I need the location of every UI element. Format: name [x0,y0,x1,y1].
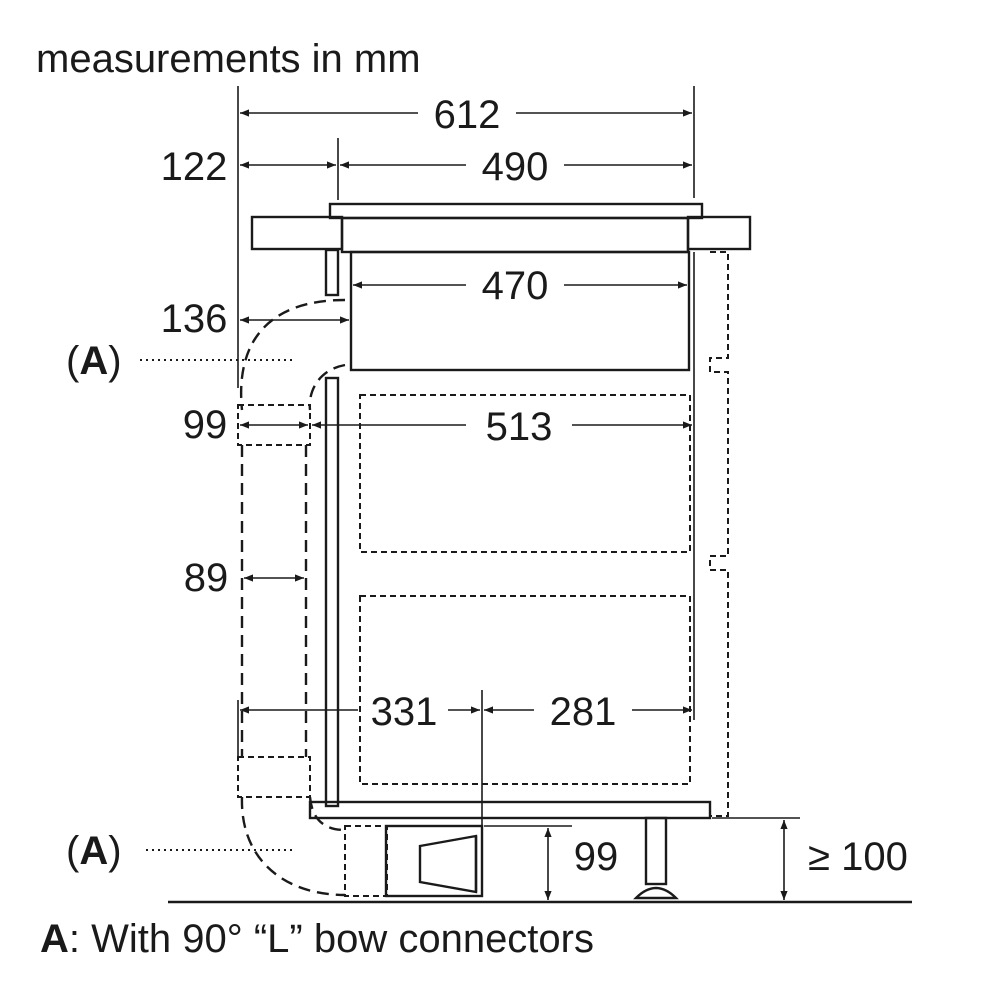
svg-text:(A): (A) [66,829,122,873]
dim-label-281: 281 [550,690,617,734]
back-wall [709,251,729,817]
drawers [359,394,691,785]
legend-key: A [40,917,69,961]
callout-lower-letter: A [79,829,108,873]
dim-label-136: 136 [161,297,228,341]
dimension-lines [237,86,800,900]
callout-lower: (A) [66,829,292,873]
dim-label-612: 612 [434,93,501,137]
svg-text:(A): (A) [66,339,122,383]
dim-label-min-100: ≥ 100 [808,835,908,879]
front-panel-upper [324,248,340,297]
diagram-title: measurements in mm [36,37,421,81]
hob-glass [328,202,704,254]
cabinet-base [308,800,712,820]
duct-system [237,298,388,897]
dim-label-122: 122 [161,145,228,189]
plinth-outlet [384,824,484,898]
cabinet-leg [633,816,679,900]
dim-label-513: 513 [486,405,553,449]
legend: A: With 90° “L” bow connectors [40,917,594,961]
dim-label-331: 331 [371,690,438,734]
front-panel [324,376,340,808]
legend-text: : With 90° “L” bow connectors [69,917,594,961]
dim-label-89: 89 [184,556,229,600]
worktop [250,215,752,251]
callout-upper: (A) [66,339,292,383]
dim-label-490: 490 [482,145,549,189]
hob-body [349,250,691,372]
callout-upper-letter: A [79,339,108,383]
dim-label-470: 470 [482,264,549,308]
dim-label-99-plinth: 99 [574,835,619,879]
dim-label-99-duct: 99 [183,403,228,447]
